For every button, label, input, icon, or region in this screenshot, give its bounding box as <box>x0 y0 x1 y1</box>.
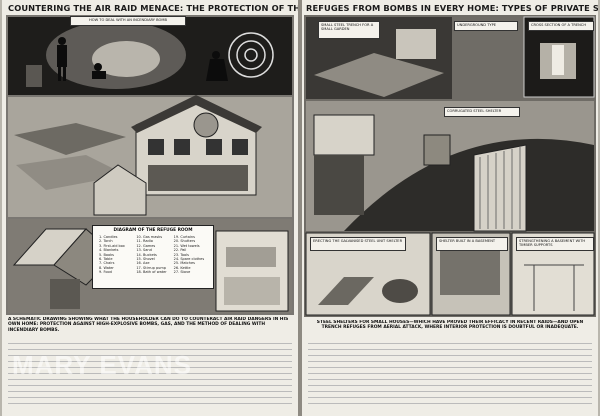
key-item: 2. Torch <box>99 239 113 244</box>
label-underground-type: UNDERGROUND TYPE <box>454 21 518 31</box>
shelters-illustration: SMALL STEEL TRENCH FOR A SMALL GARDEN UN… <box>304 15 596 317</box>
label-erecting-unit-shelter: ERECTING THE GALVANISED STEEL UNIT SHELT… <box>310 237 406 251</box>
top-panel-label: HOW TO DEAL WITH AN INCENDIARY BOMB <box>70 16 186 26</box>
key-item: 22. Pail <box>173 248 187 253</box>
right-caption: STEEL SHELTERS FOR SMALL HOUSES—WHICH HA… <box>316 320 584 331</box>
key-item: 23. Tools <box>173 252 189 257</box>
key-item: 11. Radio <box>136 239 153 244</box>
label-cross-section: CROSS SECTION OF A TRENCH <box>528 21 594 31</box>
right-headline: REFUGES FROM BOMBS IN EVERY HOME: TYPES … <box>306 3 598 13</box>
left-caption: A SCHEMATIC DRAWING SHOWING WHAT THE HOU… <box>8 317 289 333</box>
key-item: 19. Curtains <box>173 235 195 239</box>
key-item: 12. Games <box>136 243 156 248</box>
key-item: 18. Bath of water <box>136 270 167 275</box>
key-item: 9. Food <box>99 270 112 275</box>
page-gutter <box>298 0 302 416</box>
key-item: 14. Buckets <box>136 252 157 257</box>
key-item: 3. First-aid box <box>99 243 125 248</box>
key-item: 4. Blankets <box>99 248 119 253</box>
key-item: 10. Gas masks <box>136 235 163 239</box>
house-cutaway-illustration: HOW TO DEAL WITH AN INCENDIARY BOMB DIAG… <box>6 15 294 315</box>
label-strengthening-basement: STRENGTHENING A BASEMENT WITH TIMBER SUP… <box>516 237 594 251</box>
key-item: 16. Axe <box>136 261 150 266</box>
watermark-left: MARY EVANS <box>12 350 192 380</box>
label-small-steel-trench: SMALL STEEL TRENCH FOR A SMALL GARDEN <box>318 21 380 39</box>
key-item: 26. Kettle <box>173 265 191 270</box>
key-item: 25. Matches <box>173 261 195 266</box>
key-item: 13. Sand <box>136 248 152 253</box>
key-item: 24. Spare clothes <box>173 257 205 262</box>
key-item: 5. Books <box>99 252 114 257</box>
key-title: DIAGRAM OF THE REFUGE ROOM <box>113 228 193 233</box>
left-page: COUNTERING THE AIR RAID MENACE: THE PROT… <box>2 0 298 416</box>
house-cutaway-drawing <box>8 17 292 313</box>
left-headline: COUNTERING THE AIR RAID MENACE: THE PROT… <box>8 3 298 13</box>
key-item: 1. Candles <box>99 235 118 239</box>
left-body-text <box>8 340 292 412</box>
right-page: REFUGES FROM BOMBS IN EVERY HOME: TYPES … <box>302 0 598 416</box>
key-item: 15. Shovel <box>136 257 155 262</box>
key-item: 8. Water <box>99 265 114 270</box>
key-item: 21. Wet towels <box>173 243 200 248</box>
key-item: 17. Stirrup pump <box>136 265 167 270</box>
label-basement-shelter: SHELTER BUILT IN A BASEMENT <box>436 237 508 251</box>
key-item: 20. Shutters <box>173 239 196 244</box>
shelters-drawing <box>305 16 595 316</box>
label-corrugated-shelter: CORRUGATED STEEL SHELTER <box>444 107 520 117</box>
key-item: 7. Chairs <box>99 261 115 266</box>
right-body-text <box>308 340 592 412</box>
key-item: 27. Stove <box>173 270 191 275</box>
key-item: 6. Table <box>99 257 113 262</box>
